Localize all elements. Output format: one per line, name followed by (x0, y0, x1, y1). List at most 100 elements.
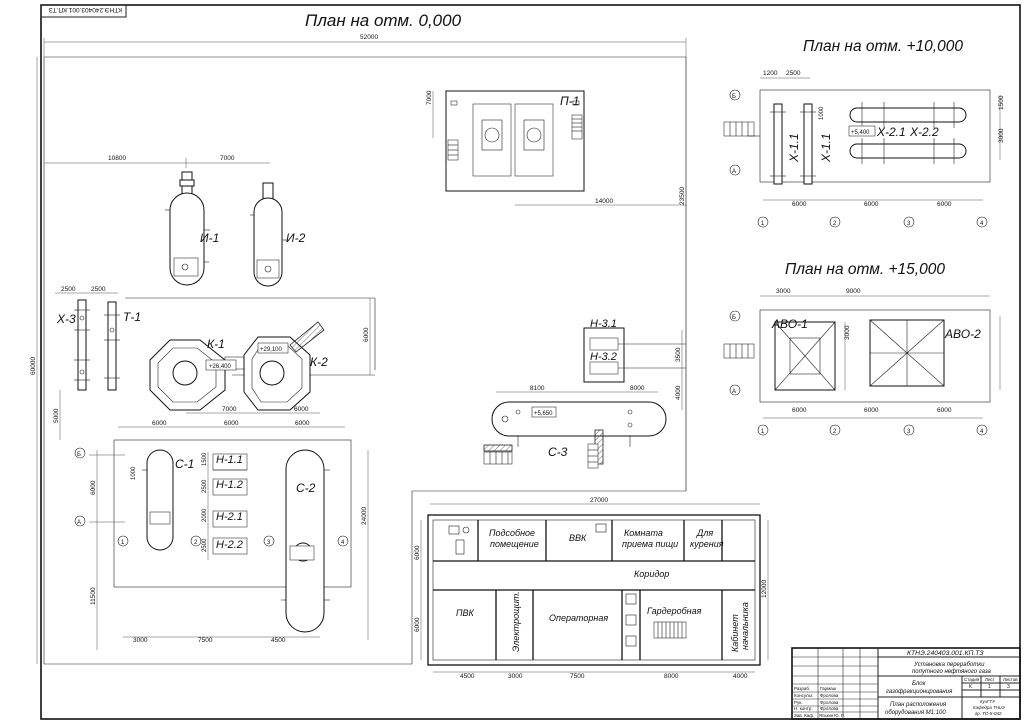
stamp-role-3: Рук. (794, 700, 802, 705)
dim-6000-side: 6000 (90, 480, 97, 495)
stamp-block-1: Блок (912, 681, 927, 687)
dim-14000: 14000 (595, 198, 613, 205)
dim-u6000-c: 6000 (937, 201, 952, 208)
dim-6000-b2: 6000 (414, 617, 421, 632)
dim-60000: 60000 (30, 357, 37, 375)
dim-4500-s: 4500 (271, 637, 286, 644)
dim-23500: 23500 (679, 187, 686, 205)
axis-2-main: 2 (194, 540, 198, 546)
dim-6000-k: 6000 (363, 327, 370, 342)
label-n21: Н-2.1 (216, 511, 243, 523)
column-k1: +26,400 К-1 (149, 337, 250, 411)
plan-plus-15: 3000 9000 Б А АВО-1 АВО-2 3000 6000 6000… (723, 288, 1001, 436)
separator-s3: +5,650 С-3 (483, 401, 667, 469)
dim-t3000-b: 3000 (844, 325, 851, 340)
room-utility-2: помещение (490, 539, 539, 549)
dim-3000-s: 3000 (133, 637, 148, 644)
column-i2: И-2 (250, 182, 306, 287)
stamp-org-2: Кафедра ТНиЭ (973, 705, 1005, 710)
dim-t9000: 9000 (846, 288, 861, 295)
dim-8000-b: 8000 (664, 673, 679, 680)
pumps-n1-n2: Н-1.1 Н-1.2 Н-2.1 Н-2.2 1500 2500 2000 2… (202, 452, 248, 560)
label-x21: Х-2.1 (876, 125, 906, 139)
label-n32: Н-3.2 (590, 351, 617, 363)
column-i1: И-1 (165, 171, 219, 286)
room-dining-2: приема пищи (622, 539, 678, 549)
separator-area (113, 439, 352, 588)
dim-2500-b: 2500 (91, 286, 106, 293)
dim-u1500: 1500 (998, 95, 1005, 110)
stamp-sheet-2: оборудования М1:100 (885, 710, 946, 716)
dim-6000-b: 6000 (224, 420, 239, 427)
dim-8100: 8100 (530, 385, 545, 392)
title-block: КТНЭ.240403.001.КП.ТЗ Установка перерабо… (791, 647, 1021, 720)
admin-building: 27000 (414, 497, 769, 680)
axis-a-top: А (732, 389, 736, 395)
plan-plus-10: 1200 2500 Б А Х-1.1 Х-1.1 1000 +5,400 Х-… (723, 70, 1005, 228)
label-s3: С-3 (548, 445, 568, 459)
label-s1: С-1 (175, 457, 194, 471)
dim-5000: 5000 (53, 408, 60, 423)
pumps-n3: Н-3.1 Н-3.2 (583, 318, 686, 383)
main-plan-title: План на отм. 0,000 (305, 11, 462, 30)
room-pvk: ПВК (456, 608, 475, 618)
label-n12: Н-1.2 (216, 479, 243, 491)
dim-u6000-b: 6000 (864, 201, 879, 208)
dim-24000: 24000 (361, 507, 368, 525)
main-plan: 52000 60000 П-1 7000 14000 23500 10800 7… (30, 34, 769, 680)
label-avo2: АВО-2 (944, 327, 981, 341)
room-office-1: Кабинет (730, 614, 740, 652)
dim-3000-b: 3000 (508, 673, 523, 680)
stamp-name-5: Ялькин Ю. П. (819, 713, 845, 718)
dim-u1000: 1000 (819, 106, 825, 120)
stamp-role-2: Консульт. (794, 693, 813, 698)
axis-1-upper: 1 (761, 221, 765, 227)
dim-t6000-b: 6000 (864, 407, 879, 414)
stamp-name-4: Фролова (820, 706, 839, 711)
label-s2: С-2 (296, 481, 316, 495)
rotated-stamp-code: КТНЭ.240403.001.КП.ТЗ (49, 6, 122, 13)
label-x22: Х-2.2 (909, 125, 939, 139)
room-utility-1: Подсобное (489, 528, 535, 538)
dim-t3000: 3000 (776, 288, 791, 295)
dim-7000-k: 7000 (222, 406, 237, 413)
axis-b-upper: Б (732, 94, 736, 100)
dim-1000: 1000 (131, 466, 137, 480)
dim-p1-7000: 7000 (426, 90, 433, 105)
dim-6000-a: 6000 (152, 420, 167, 427)
label-i1: И-1 (200, 231, 219, 245)
dim-6000-k2: 6000 (294, 406, 309, 413)
dim-6000-b1: 6000 (414, 545, 421, 560)
stamp-name-2: Фролова (820, 693, 839, 698)
axis-4-upper: 4 (980, 221, 984, 227)
dim-3500: 3500 (675, 347, 682, 362)
dim-12000: 12000 (761, 580, 768, 598)
stamp-role-5: Зав. Каф. (794, 713, 814, 718)
dim-7500-b: 7500 (570, 673, 585, 680)
axis-1-top: 1 (761, 429, 765, 435)
elev-x: +5,400 (851, 130, 870, 136)
dim-7000-i: 7000 (220, 155, 235, 162)
axis-b-main: Б (77, 452, 81, 458)
rotated-stamp-box (40, 4, 127, 18)
axis-a-main: А (77, 520, 81, 526)
dim-t6000-c: 6000 (937, 407, 952, 414)
elev-k1: +26,400 (209, 364, 232, 370)
stamp-col-stage: Стадия (964, 677, 980, 682)
stamp-block-2: газофракционирования (886, 689, 953, 695)
separator-s2: С-2 (281, 449, 330, 633)
dim-8000: 8000 (630, 385, 645, 392)
dim-1500: 1500 (202, 452, 208, 466)
axis-2-top: 2 (833, 429, 837, 435)
dim-2500-a: 2500 (61, 286, 76, 293)
stamp-role-1: Разраб. (794, 686, 810, 691)
room-smoking-2: курения (690, 539, 724, 549)
upper-plan-title: План на отм. +10,000 (803, 38, 963, 55)
dim-10800: 10800 (108, 155, 126, 162)
label-x11-a: Х-1.1 (787, 133, 801, 163)
label-x11-b: Х-1.1 (819, 133, 833, 163)
exchanger-t1: Т-1 (104, 301, 141, 391)
label-n31: Н-3.1 (590, 318, 617, 330)
dim-4000-b: 4000 (733, 673, 748, 680)
